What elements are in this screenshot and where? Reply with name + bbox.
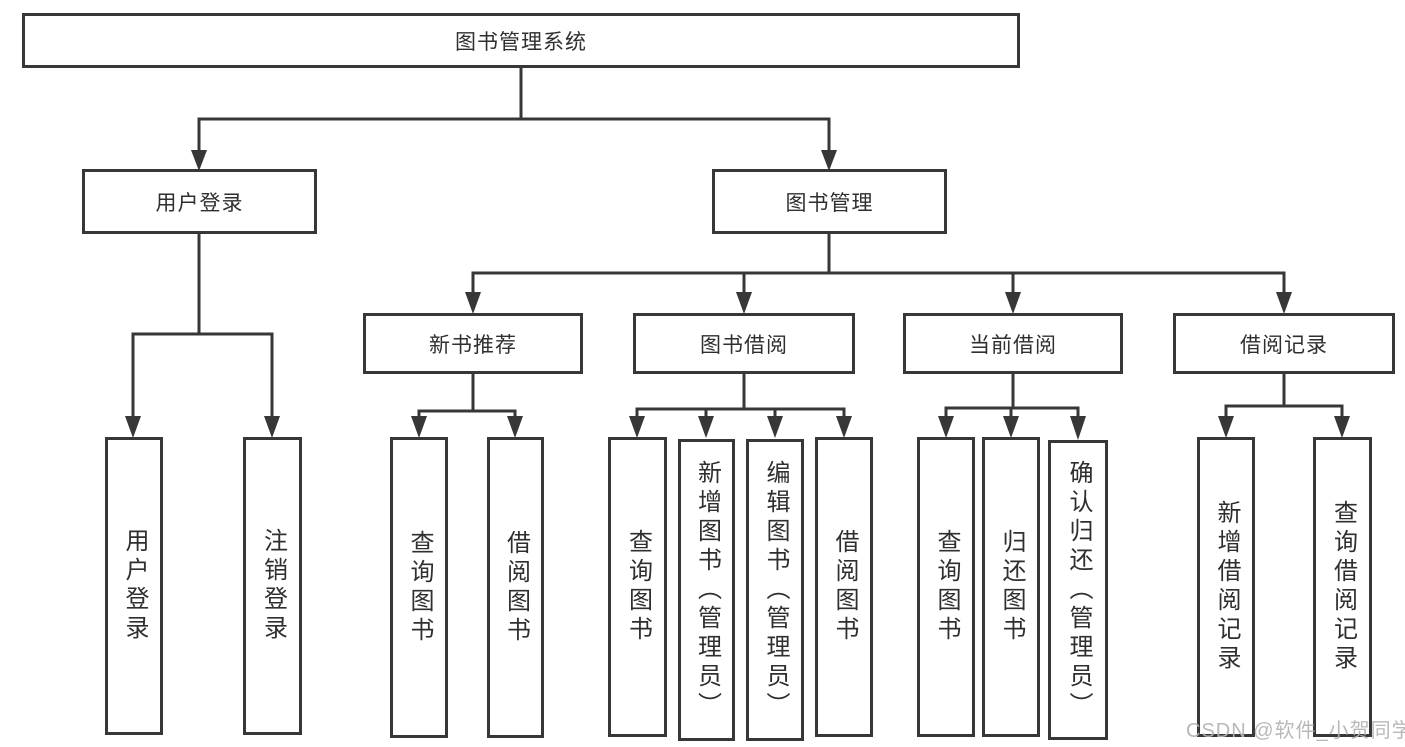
node-library-system-label: 图书管理系统: [455, 30, 587, 54]
leaf-borrow-books: 借阅图书: [815, 437, 873, 737]
leaf-add-borrow-record: 新增借阅记录: [1197, 437, 1255, 737]
leaf-confirm-return-admin-label: 确认归还（管理员）: [1065, 459, 1092, 721]
leaf-query-books-recommend: 查询图书: [390, 437, 448, 738]
leaf-user-login: 用户登录: [105, 437, 163, 735]
leaf-query-borrow-record-label: 查询借阅记录: [1329, 500, 1357, 674]
leaf-query-books-recommend-label: 查询图书: [406, 529, 433, 646]
leaf-borrow-books-label: 借阅图书: [831, 529, 858, 645]
leaf-edit-books-admin-label: 编辑图书（管理员）: [762, 459, 789, 721]
node-new-book-recommend: 新书推荐: [363, 313, 583, 374]
node-borrow-record: 借阅记录: [1173, 313, 1395, 374]
node-book-borrow-label: 图书借阅: [700, 333, 788, 357]
leaf-logout-label: 注销登录: [259, 528, 287, 644]
leaf-query-books-borrow-label: 查询图书: [624, 529, 652, 645]
node-book-management: 图书管理: [712, 169, 947, 234]
leaf-return-books-label: 归还图书: [998, 529, 1025, 645]
node-book-management-label: 图书管理: [785, 191, 874, 215]
node-book-borrow: 图书借阅: [633, 313, 855, 374]
node-borrow-record-label: 借阅记录: [1240, 333, 1328, 357]
leaf-add-books-admin: 新增图书（管理员）: [678, 439, 735, 741]
leaf-edit-books-admin: 编辑图书（管理员）: [746, 439, 804, 741]
leaf-user-login-label: 用户登录: [121, 528, 148, 644]
leaf-query-books-borrow: 查询图书: [608, 437, 667, 737]
leaf-logout: 注销登录: [243, 437, 302, 735]
leaf-confirm-return-admin: 确认归还（管理员）: [1048, 440, 1108, 740]
node-library-system: 图书管理系统: [22, 13, 1020, 68]
node-new-book-recommend-label: 新书推荐: [429, 333, 517, 357]
node-current-borrow-label: 当前借阅: [969, 333, 1057, 357]
leaf-query-books-current: 查询图书: [917, 437, 975, 737]
leaf-return-books: 归还图书: [982, 437, 1040, 737]
leaf-query-borrow-record: 查询借阅记录: [1313, 437, 1372, 737]
leaf-borrow-books-recommend: 借阅图书: [487, 437, 544, 738]
leaf-add-books-admin-label: 新增图书（管理员）: [693, 459, 721, 721]
node-current-borrow: 当前借阅: [903, 313, 1123, 374]
node-user-login: 用户登录: [82, 169, 317, 234]
node-user-login-label: 用户登录: [155, 191, 244, 215]
watermark: CSDN @软件_小贺同学: [1186, 720, 1405, 742]
leaf-add-borrow-record-label: 新增借阅记录: [1213, 500, 1240, 674]
leaf-query-books-current-label: 查询图书: [933, 529, 960, 645]
leaf-borrow-books-recommend-label: 借阅图书: [502, 529, 530, 646]
